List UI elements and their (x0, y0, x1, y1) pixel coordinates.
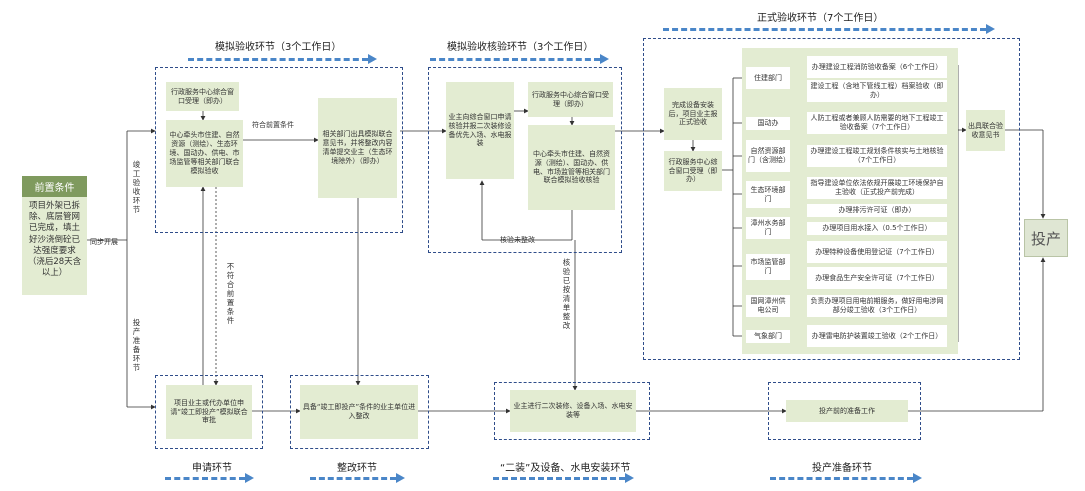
stage-title-apply: 申请环节 (192, 463, 232, 474)
dept-power: 国网漳州供电公司 (746, 295, 790, 317)
stage-title-sim-acceptance: 模拟验收环节（3个工作日） (215, 42, 342, 53)
stage-arrow-apply (165, 477, 245, 480)
not-rectified-label: 核验未整改 (500, 236, 535, 244)
review-owner-box: 业主向综合窗口申请核验并报二次装修设备优先入场、水电报装 (446, 82, 514, 179)
meets-conditions-label: 符合前置条件 (252, 121, 294, 129)
stage-arrowhead-prep (913, 473, 922, 483)
item-lightning-acceptance: 办理雷电防护装置竣工验收（2个工作日） (807, 325, 947, 347)
formal-complete-box: 完成设备安装后，项目业主报正式验收 (664, 88, 722, 140)
stage-title-install: “二装”及设备、水电安装环节 (500, 463, 631, 474)
stage-title-formal: 正式验收环节（7个工作日） (757, 13, 884, 24)
stage-arrowhead-review (600, 54, 609, 64)
stage-title-sim-review: 模拟验收核验环节（3个工作日） (447, 42, 594, 53)
preconditions-body: 项目外架已拆除、底层管网已完成，填土好沙浇倒砼已达强度要求（浇后28天含以上） (22, 197, 87, 295)
dept-market: 市场监管部门 (746, 254, 790, 280)
item-water-connection: 办理项目用水接入（0.5个工作日） (807, 222, 947, 235)
install-region (494, 382, 650, 440)
sim-acceptance-region (155, 67, 403, 233)
apply-region (155, 375, 263, 449)
sync-start-label: 同步开展 (90, 238, 118, 246)
item-special-equipment: 办理特种设备使用登记证（7个工作日） (807, 241, 947, 263)
dept-meteorology: 气象部门 (746, 330, 790, 343)
stage-arrowhead-apply (245, 473, 254, 483)
item-environment-acceptance: 指导建设单位依法依规开展竣工环境保护自主验收（正式投产前完成） (807, 177, 947, 199)
stage-arrowhead-sim (368, 54, 377, 64)
stage-title-rect: 整改环节 (337, 463, 377, 474)
stage-arrow-install (493, 477, 625, 480)
dept-natural-resources: 自然资源部门（含测绘） (746, 140, 790, 172)
rect-region (290, 375, 429, 449)
stage-arrow-review (430, 58, 600, 61)
dept-water: 漳州水务部门 (746, 217, 790, 239)
production-prep-side-label: 投产准备环节 (132, 318, 141, 372)
stage-arrow-formal (663, 28, 986, 31)
production-box: 投产 (1024, 219, 1068, 257)
stage-arrow-prep (770, 477, 913, 480)
sim-opinion-box: 相关部门出具模拟联合意见书，并将整改内容清单提交业主（生态环境除外）（即办） (318, 98, 397, 198)
stage-arrow-sim (188, 58, 368, 61)
sim-window-box: 行政服务中心综合窗口受理（即办） (166, 82, 239, 111)
prep-box: 投产前的准备工作 (786, 400, 908, 422)
stage-arrowhead-rect (396, 473, 405, 483)
stage-arrow-rect (310, 477, 396, 480)
formal-acceptance-region (643, 38, 1020, 360)
sim-joint-box: 中心牵头市住建、自然资源（测绘）、生态环境、国动办、供电、市场监管等相关部门联合… (166, 120, 243, 187)
formal-window-box: 行政服务中心综合窗口受理（即办） (664, 151, 722, 191)
preconditions-header: 前置条件 (22, 176, 87, 197)
review-window-box: 行政服务中心综合窗口受理（即办） (528, 82, 613, 117)
install-box: 业主进行二次装修、设备入场、水电安装等 (510, 390, 636, 432)
dept-civil-defense: 国动办 (746, 117, 790, 130)
item-food-permit: 办理食品生产安全许可证（7个工作日） (807, 267, 947, 289)
item-discharge-permit: 办理排污许可证（即办） (807, 204, 947, 217)
rect-box: 具备“竣工即投产”条件的业主单位进入整改 (300, 385, 418, 439)
not-meet-label: 不符合前置条件 (226, 262, 235, 325)
stage-arrowhead-install (625, 473, 634, 483)
item-civil-defense: 人防工程或者兼顾人防需要的地下工程竣工验收备案（7个工作日） (807, 112, 947, 134)
sim-review-region (428, 67, 622, 253)
apply-box: 项目业主或代办单位申请“竣工即投产”模拟联合审批 (166, 385, 252, 439)
review-joint-box: 中心牵头市住建、自然资源（测绘）、国动办、供电、市场监管等相关部门联合模拟验收核… (528, 125, 615, 210)
stage-title-prep: 投产准备环节 (812, 463, 872, 474)
dept-ecology: 生态环境部门 (746, 181, 790, 208)
certificate-box: 出具联合验收意见书 (966, 110, 1005, 151)
completion-acceptance-label: 竣工验收环节 (132, 160, 141, 214)
item-archives-acceptance: 建设工程（含地下管线工程）档案验收（即办） (807, 80, 947, 102)
stage-arrowhead-formal (986, 24, 995, 34)
dept-housing: 住建部门 (746, 67, 790, 89)
rectified-label: 核验已按清单整改 (562, 258, 571, 330)
item-planning-verification: 办理建设工程竣工规划条件核实与土地核验（7个工作日） (807, 145, 947, 167)
item-power-acceptance: 负责办理项目用电前期服务，做好用电涉网部分竣工验收（3个工作日） (807, 295, 947, 317)
prep-region (768, 382, 921, 440)
item-fire-acceptance: 办理建设工程消防验收备案（6个工作日） (807, 56, 947, 78)
